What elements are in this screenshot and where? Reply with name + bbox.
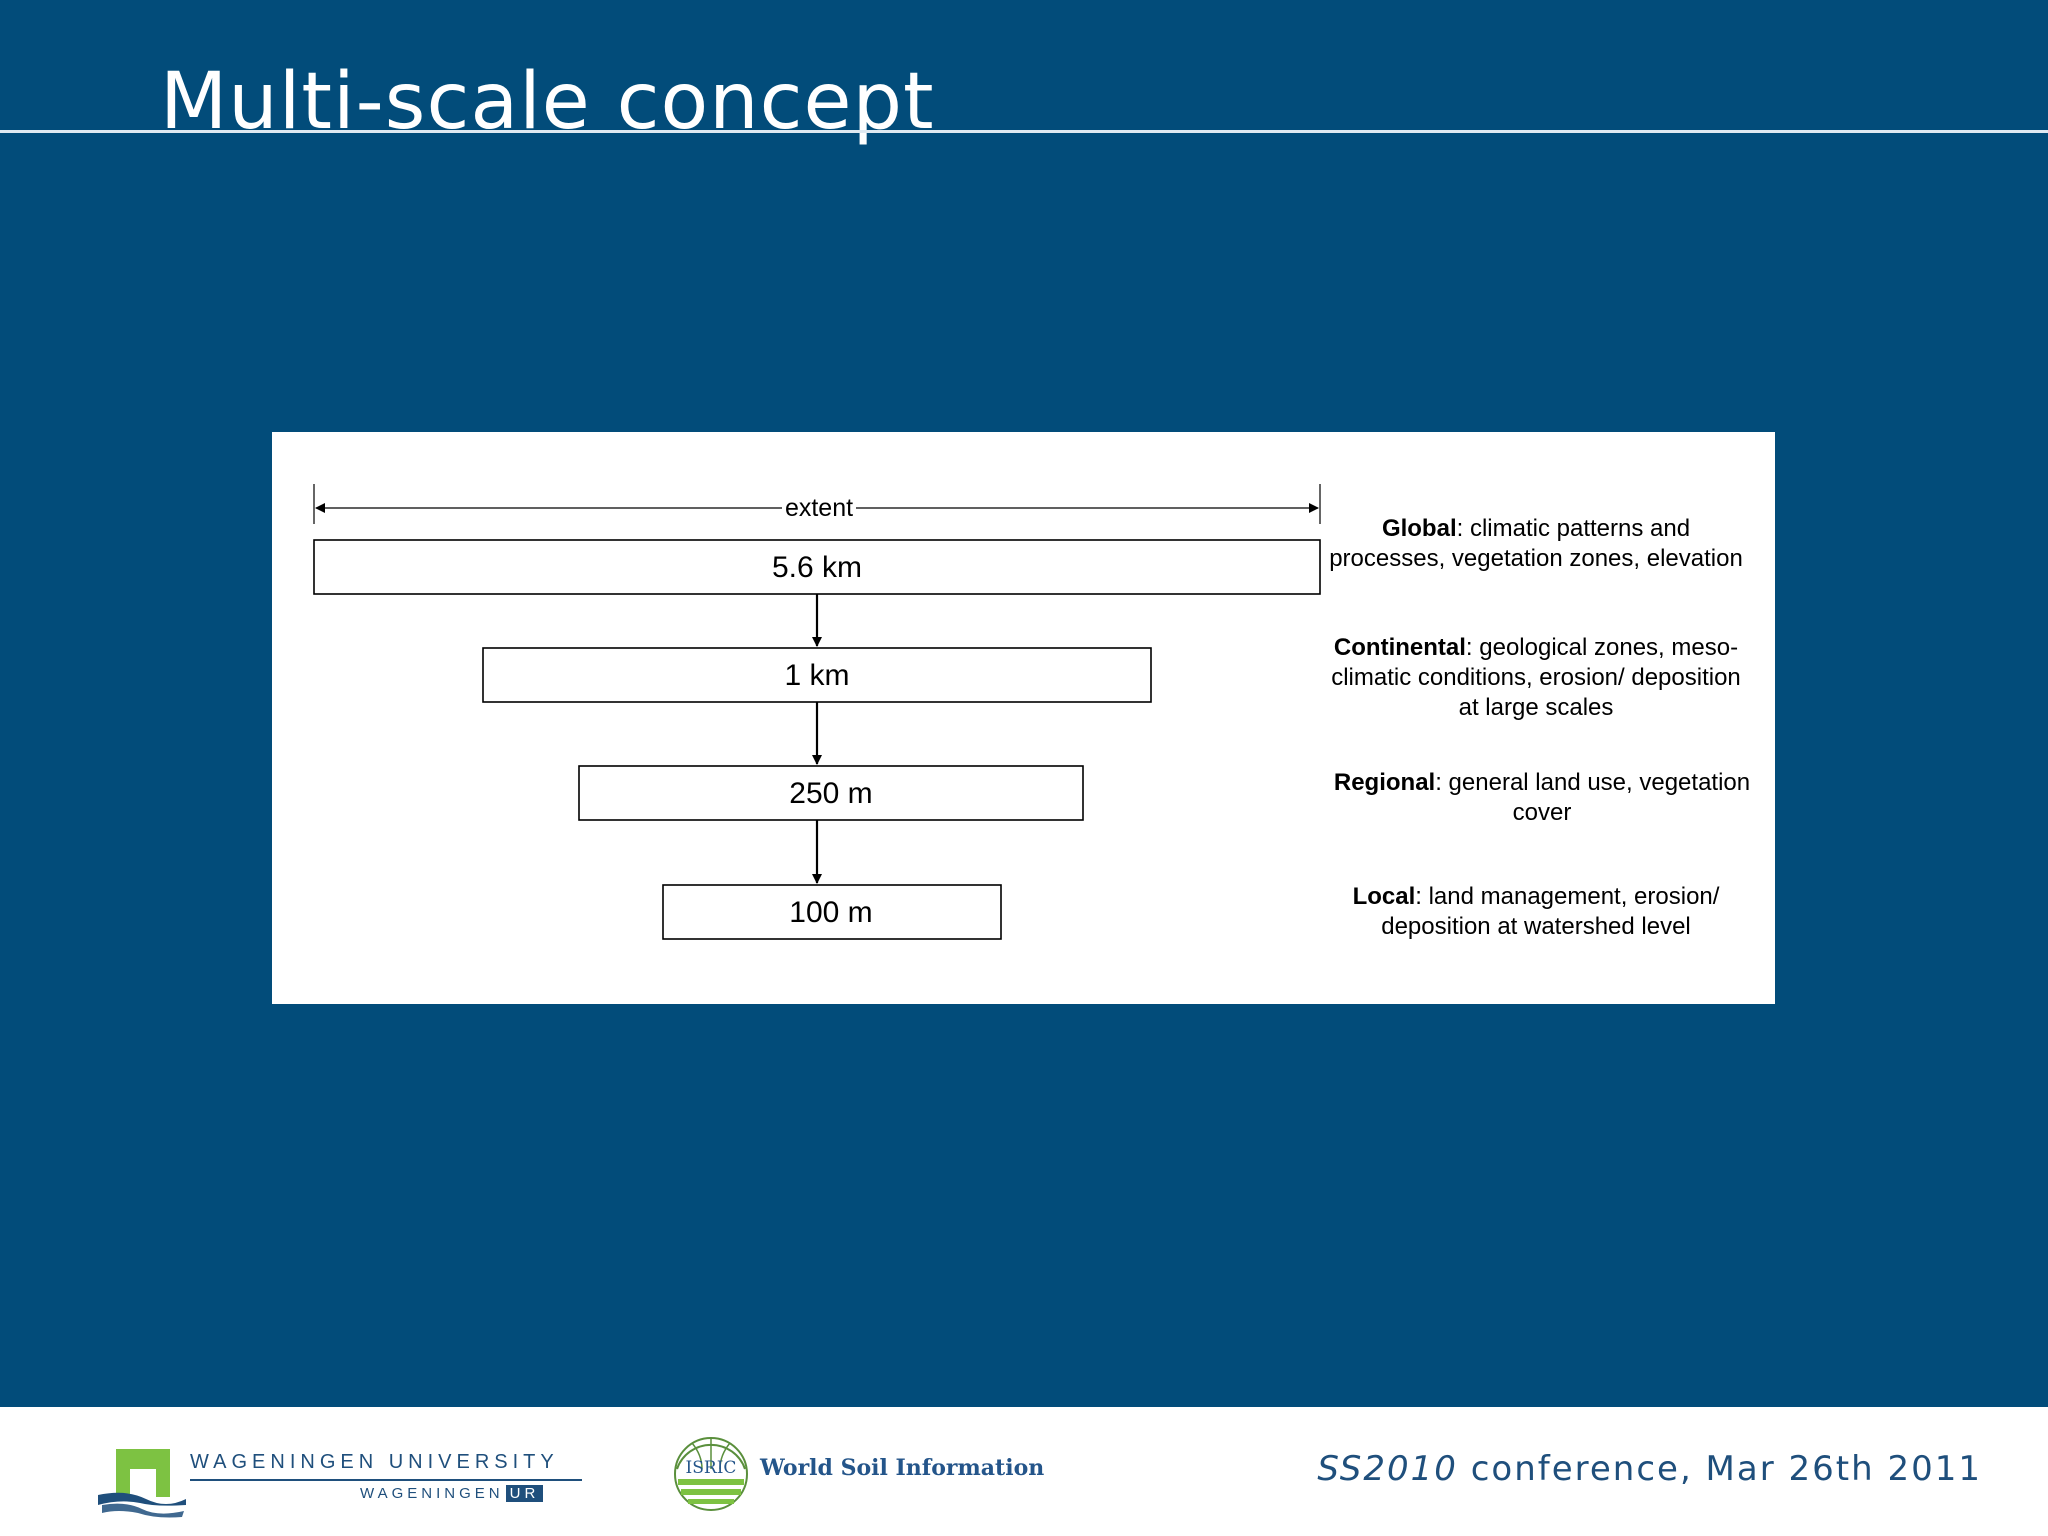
scale-label-100m: 100 m bbox=[789, 896, 872, 929]
description-global-text: : climatic patterns and processes, veget… bbox=[1329, 515, 1743, 572]
description-global-title: Global bbox=[1381, 515, 1457, 542]
wageningen-divider bbox=[190, 1479, 582, 1481]
scale-box-100m bbox=[662, 884, 1002, 940]
description-local-title: Local bbox=[1352, 883, 1416, 910]
description-local-text: : land management, erosion/ deposition a… bbox=[1381, 883, 1720, 940]
wageningen-university-name: WAGENINGEN UNIVERSITY bbox=[190, 1451, 559, 1473]
isric-logo-text: ISRIC bbox=[686, 1458, 737, 1478]
isric-globe-icon: ISRIC bbox=[674, 1437, 748, 1511]
slide-background: Multi-scale concept extent 5.6 km 1 km bbox=[0, 0, 2048, 1407]
title-divider bbox=[0, 130, 2048, 133]
scale-box-250m bbox=[578, 765, 1084, 821]
wageningen-sub-text: WAGENINGEN bbox=[360, 1485, 504, 1502]
scale-diagram: extent 5.6 km 1 km 250 m 100 m bbox=[313, 484, 1321, 940]
multi-scale-figure: extent 5.6 km 1 km 250 m 100 m Global: c… bbox=[272, 432, 1775, 1004]
description-continental-text: : geological zones, meso-climatic condit… bbox=[1331, 634, 1741, 721]
scale-box-1km bbox=[482, 647, 1152, 703]
extent-label: extent bbox=[785, 494, 853, 522]
scale-label-250m: 250 m bbox=[789, 777, 872, 810]
description-regional-text: : general land use, vegetation cover bbox=[1435, 769, 1751, 826]
conference-name: SS2010 bbox=[1317, 1449, 1458, 1489]
description-continental-title: Continental bbox=[1333, 634, 1466, 661]
wageningen-ur-badge: UR bbox=[505, 1485, 544, 1502]
description-regional-title: Regional bbox=[1333, 769, 1436, 796]
isric-label: World Soil Information bbox=[760, 1455, 1045, 1481]
description-regional: Regional: general land use, vegetation c… bbox=[1332, 768, 1752, 828]
description-continental: Continental: geological zones, meso-clim… bbox=[1326, 633, 1746, 723]
conference-date: conference, Mar 26th 2011 bbox=[1457, 1449, 1982, 1489]
conference-info: SS2010 conference, Mar 26th 2011 bbox=[1317, 1449, 1982, 1489]
description-global: Global: climatic patterns and processes,… bbox=[1326, 514, 1746, 574]
scale-label-5-6km: 5.6 km bbox=[772, 551, 862, 584]
slide-title: Multi-scale concept bbox=[160, 57, 935, 147]
scale-label-1km: 1 km bbox=[784, 659, 849, 692]
description-local: Local: land management, erosion/ deposit… bbox=[1326, 882, 1746, 942]
wageningen-logo-icon bbox=[98, 1449, 186, 1518]
